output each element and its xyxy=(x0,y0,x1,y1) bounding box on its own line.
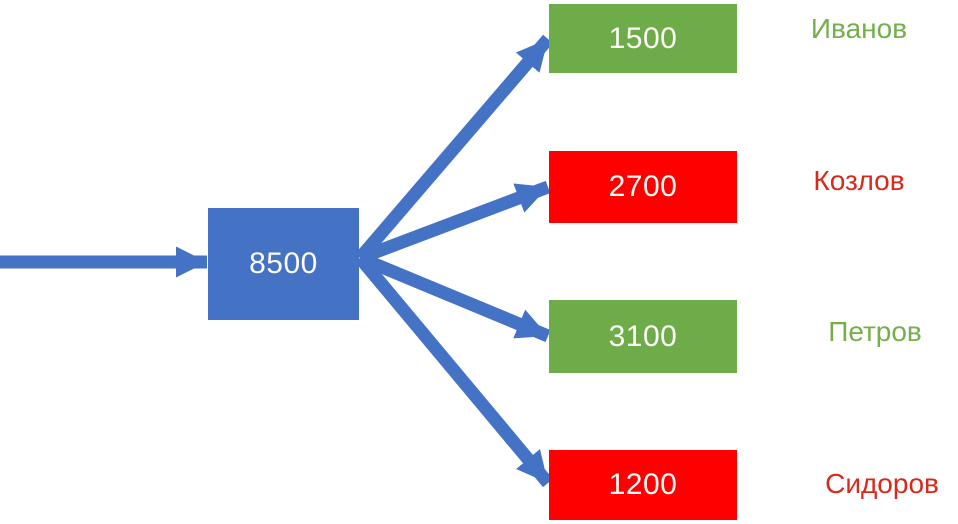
target-node-4-value: 1200 xyxy=(608,468,678,501)
target-label-2: Козлов xyxy=(813,165,905,196)
target-label-3: Петров xyxy=(828,316,922,347)
source-node: 8500 xyxy=(208,208,359,320)
arrow-source-to-target-3 xyxy=(357,251,551,343)
target-node-1-value: 1500 xyxy=(608,21,678,55)
target-label-4: Сидоров xyxy=(825,468,939,499)
target-node-3: 3100 xyxy=(549,300,737,373)
arrow-source-to-target-4 xyxy=(355,253,553,488)
arrow-source-to-target-1 xyxy=(355,34,553,263)
target-node-2: 2700 xyxy=(549,151,737,223)
source-node-value: 8500 xyxy=(249,247,318,280)
arrow-source-to-target-2 xyxy=(357,180,551,265)
target-node-4: 1200 xyxy=(549,450,737,520)
target-node-2-value: 2700 xyxy=(608,170,678,203)
target-node-3-value: 3100 xyxy=(608,319,678,353)
target-label-1: Иванов xyxy=(810,13,908,44)
target-node-1: 1500 xyxy=(549,4,737,73)
